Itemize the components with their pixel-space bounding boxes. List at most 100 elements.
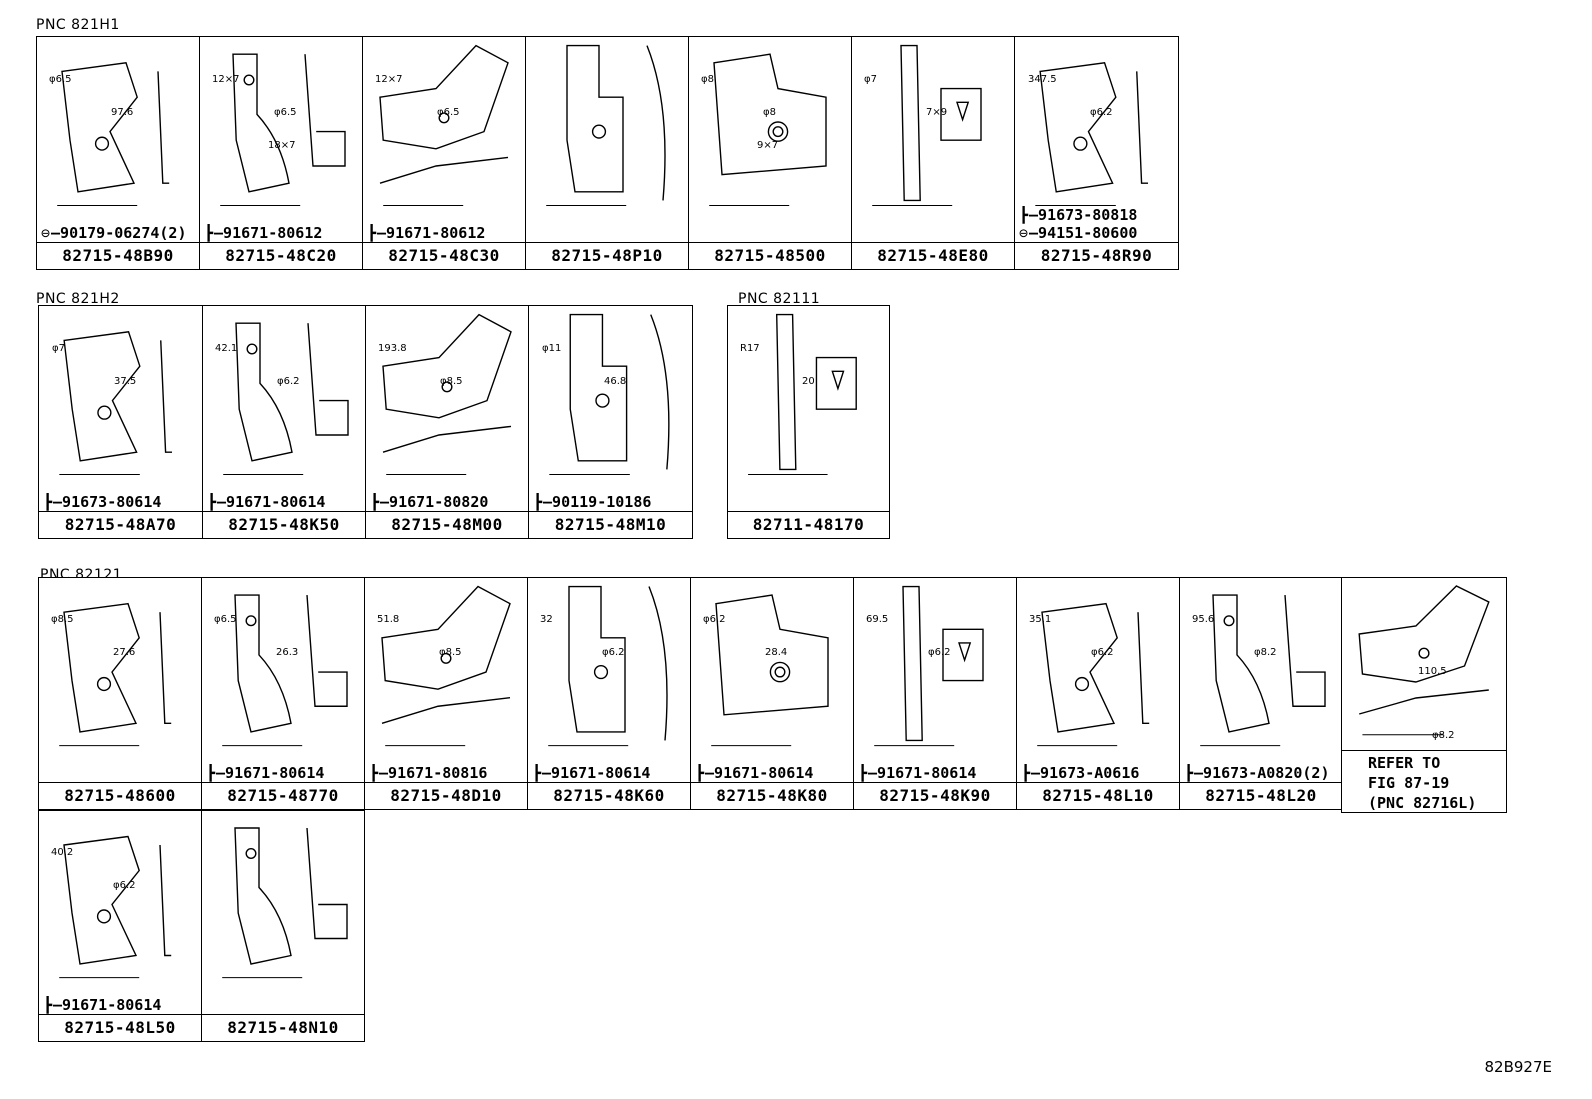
fastener-callout[interactable]: ┣—91671-80614 xyxy=(206,765,324,782)
part-number-caption[interactable]: 82715-48L20 xyxy=(1180,782,1342,809)
bolt-icon: ┣ xyxy=(1184,764,1194,782)
part-number-caption[interactable]: 82715-48K80 xyxy=(691,782,853,809)
fastener-callout[interactable]: ┣—91671-80614 xyxy=(532,765,650,782)
dimension-label: φ8.2 xyxy=(1432,730,1455,741)
fastener-callout[interactable]: ⊖—94151-80600 xyxy=(1019,225,1137,242)
part-number-caption[interactable]: 82715-48M10 xyxy=(529,511,692,538)
part-number-caption[interactable]: 82711-48170 xyxy=(728,511,889,538)
fastener-callout[interactable]: ┣—91673-80614 xyxy=(43,494,161,511)
part-number-caption[interactable]: 82715-48B90 xyxy=(37,242,199,269)
bolt-icon: ┣ xyxy=(204,224,214,242)
pnc-label-821h2: PNC 821H2 xyxy=(36,291,120,307)
dimension-label: φ6.5 xyxy=(437,107,460,118)
fastener-callout[interactable]: ┣—91671-80612 xyxy=(367,225,485,242)
dimension-label: 40.2 xyxy=(51,847,74,858)
part-number-caption[interactable]: 82715-48P10 xyxy=(526,242,688,269)
dimension-label: 35.1 xyxy=(1029,614,1052,625)
fastener-callout[interactable]: ┣—91673-80818 xyxy=(1019,207,1137,224)
dimension-label: φ6.2 xyxy=(703,614,726,625)
part-drawing xyxy=(528,578,690,783)
dimension-label: 193.8 xyxy=(378,343,407,354)
part-drawing xyxy=(1180,578,1342,783)
fastener-callout[interactable]: ┣—91673-A0820(2) xyxy=(1184,765,1330,782)
fastener-callout[interactable]: ┣—91671-80820 xyxy=(370,494,488,511)
part-number-caption[interactable]: 82715-48C30 xyxy=(363,242,525,269)
fastener-callout[interactable]: ┣—90119-10186 xyxy=(533,494,651,511)
part-drawing xyxy=(363,37,525,243)
part-number-caption[interactable]: 82715-48K50 xyxy=(203,511,365,538)
part-number-caption[interactable]: 82715-48K90 xyxy=(854,782,1016,809)
bolt-icon: ┣ xyxy=(1021,764,1031,782)
part-number-caption[interactable]: 82715-48C20 xyxy=(200,242,362,269)
part-number-caption[interactable]: 82715-48L50 xyxy=(39,1014,201,1041)
part-number-caption[interactable]: 82715-48K60 xyxy=(528,782,690,809)
part-number-caption[interactable]: 82715-48R90 xyxy=(1015,242,1178,269)
part-number-caption[interactable]: 82715-48L10 xyxy=(1017,782,1179,809)
part-number-caption[interactable]: 82715-48500 xyxy=(689,242,851,269)
part-number-caption[interactable]: 82715-48D10 xyxy=(365,782,527,809)
part-cell-82715-48p10[interactable]: 82715-48P10 xyxy=(525,36,689,270)
part-number-caption[interactable]: 82715-48A70 xyxy=(39,511,202,538)
part-drawing xyxy=(1017,578,1179,783)
part-number-caption[interactable]: 82715-48N10 xyxy=(202,1014,364,1041)
dimension-label: φ6.2 xyxy=(113,880,136,891)
part-number-caption[interactable]: 82715-48E80 xyxy=(852,242,1014,269)
dimension-label: 20 xyxy=(802,376,815,387)
fastener-part-number: —91671-80614 xyxy=(705,764,814,782)
part-number-caption[interactable]: 82715-48600 xyxy=(39,782,201,809)
part-drawing xyxy=(689,37,851,243)
bolt-icon: ┣ xyxy=(532,764,542,782)
fastener-callout[interactable]: ┣—91671-80614 xyxy=(695,765,813,782)
part-number-caption[interactable]: 82715-48770 xyxy=(202,782,364,809)
fastener-callout[interactable]: ⊖—90179-06274(2) xyxy=(41,225,187,242)
refer-note-line: (PNC 82716L) xyxy=(1368,794,1477,812)
fastener-callout[interactable]: ┣—91673-A0616 xyxy=(1021,765,1139,782)
dimension-label: φ8.5 xyxy=(51,614,74,625)
part-drawing xyxy=(852,37,1014,243)
fastener-part-number: —91671-80612 xyxy=(377,224,486,242)
bolt-icon: ┣ xyxy=(1019,206,1029,224)
part-drawing xyxy=(203,306,365,512)
fastener-callout[interactable]: ┣—91671-80816 xyxy=(369,765,487,782)
dimension-label: 51.8 xyxy=(377,614,400,625)
part-drawing xyxy=(529,306,692,512)
part-drawing xyxy=(691,578,853,783)
dimension-label: φ6.2 xyxy=(1090,107,1113,118)
fastener-part-number: —90179-06274(2) xyxy=(51,224,187,242)
fastener-part-number: —91673-A0616 xyxy=(1031,764,1140,782)
bolt-icon: ┣ xyxy=(695,764,705,782)
dimension-label: φ6.2 xyxy=(277,376,300,387)
fastener-callout[interactable]: ┣—91671-80614 xyxy=(207,494,325,511)
dimension-label: φ6.5 xyxy=(214,614,237,625)
fastener-callout[interactable]: ┣—91671-80614 xyxy=(858,765,976,782)
fastener-callout[interactable]: ┣—91671-80612 xyxy=(204,225,322,242)
part-cell-82715-48n10[interactable]: 82715-48N10 xyxy=(201,810,365,1042)
part-drawing xyxy=(37,37,199,243)
fastener-callout[interactable]: ┣—91671-80614 xyxy=(43,997,161,1014)
bolt-icon: ┣ xyxy=(367,224,377,242)
part-number-caption[interactable]: 82715-48M00 xyxy=(366,511,528,538)
bolt-icon: ┣ xyxy=(206,764,216,782)
